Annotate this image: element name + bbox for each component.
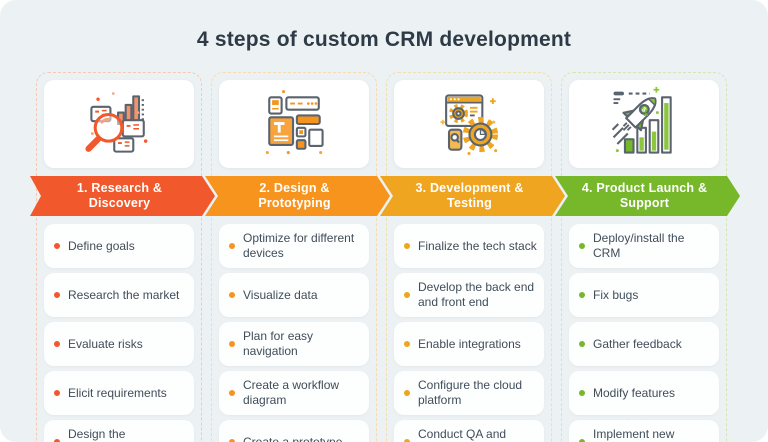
- step-item-label: Enable integrations: [418, 336, 521, 351]
- step-item-label: Optimize for different devices: [243, 231, 355, 260]
- page-title: 4 steps of custom CRM development: [196, 28, 572, 51]
- bullet-dot: [404, 390, 410, 396]
- step-item-label: Finalize the tech stack: [418, 238, 537, 253]
- step-item: Create a workflow diagram: [219, 371, 369, 415]
- step-item-label: Create a workflow diagram: [243, 378, 340, 407]
- step-item: Modify features: [569, 371, 719, 415]
- step-item: Evaluate risks: [44, 322, 194, 366]
- step-item: Design the architecture: [44, 420, 194, 442]
- svg-text:$: $: [640, 106, 648, 114]
- step-item-label: Gather feedback: [593, 336, 682, 351]
- step-item: Visualize data: [219, 273, 369, 317]
- bullet-dot: [404, 439, 410, 442]
- step-banner-label: 2. Design & Prototyping: [258, 181, 331, 210]
- bullet-dot: [54, 341, 60, 347]
- step-banner: 4. Product Launch & Support: [555, 176, 740, 216]
- bullet-dot: [579, 341, 585, 347]
- magnifier-research-icon: [78, 84, 160, 164]
- bullet-dot: [404, 243, 410, 249]
- step-icon-card: [394, 80, 544, 168]
- bullet-dot: [229, 390, 235, 396]
- step-item-label: Visualize data: [243, 287, 318, 302]
- step-banner: 2. Design & Prototyping: [205, 176, 390, 216]
- step-item: Gather feedback: [569, 322, 719, 366]
- step-item: Configure the cloud platform: [394, 371, 544, 415]
- step-banner-label: 1. Research & Discovery: [76, 181, 163, 210]
- step-item-label: Implement new features: [593, 427, 675, 441]
- step-icon-card: $: [569, 80, 719, 168]
- step-column: 2. Design & Prototyping Optimize for dif…: [211, 72, 377, 442]
- step-column: 3. Development & Testing Finalize the te…: [386, 72, 552, 442]
- step-item-label: Configure the cloud platform: [418, 378, 523, 407]
- rocket-launch-icon: $: [603, 84, 685, 164]
- step-item: Create a prototype: [219, 420, 369, 442]
- bullet-dot: [54, 243, 60, 249]
- step-banner-label: 4. Product Launch & Support: [581, 181, 708, 210]
- step-card: 2. Design & Prototyping Optimize for dif…: [211, 72, 377, 442]
- bullet-dot: [579, 390, 585, 396]
- step-item: Conduct QA and testing: [394, 420, 544, 442]
- wireframe-design-icon: [253, 84, 335, 164]
- step-item-label: Design the architecture: [68, 427, 126, 441]
- bullet-dot: [579, 439, 585, 442]
- step-item-label: Develop the back end and front end: [418, 280, 535, 309]
- step-item-label: Plan for easy navigation: [243, 329, 314, 358]
- step-item-label: Create a prototype: [243, 434, 343, 442]
- step-card: $ 4. Product Launch & Support Deploy/ins…: [561, 72, 727, 442]
- bullet-dot: [229, 243, 235, 249]
- step-banner-label: 3. Development & Testing: [415, 181, 524, 210]
- bullet-dot: [54, 390, 60, 396]
- step-item-label: Modify features: [593, 385, 676, 400]
- step-item-label: Fix bugs: [593, 287, 639, 302]
- step-item: Fix bugs: [569, 273, 719, 317]
- step-item-label: Conduct QA and testing: [418, 427, 507, 441]
- step-item: Develop the back end and front end: [394, 273, 544, 317]
- step-item: Optimize for different devices: [219, 224, 369, 268]
- bullet-dot: [579, 243, 585, 249]
- step-item: Plan for easy navigation: [219, 322, 369, 366]
- bullet-dot: [229, 439, 235, 442]
- bullet-dot: [579, 292, 585, 298]
- step-item: Implement new features: [569, 420, 719, 442]
- bullet-dot: [404, 292, 410, 298]
- bullet-dot: [54, 292, 60, 298]
- step-icon-card: [44, 80, 194, 168]
- step-icon-card: [219, 80, 369, 168]
- gears-development-icon: [428, 84, 510, 164]
- step-item: Define goals: [44, 224, 194, 268]
- step-column: $ 4. Product Launch & Support Deploy/ins…: [561, 72, 727, 442]
- step-banner: 1. Research & Discovery: [30, 176, 215, 216]
- step-item: Deploy/install the CRM: [569, 224, 719, 268]
- step-card: 3. Development & Testing Finalize the te…: [386, 72, 552, 442]
- bullet-dot: [229, 341, 235, 347]
- step-item-label: Define goals: [68, 238, 135, 253]
- step-item-label: Evaluate risks: [68, 336, 143, 351]
- bullet-dot: [229, 292, 235, 298]
- step-item: Enable integrations: [394, 322, 544, 366]
- step-item: Elicit requirements: [44, 371, 194, 415]
- step-item-label: Research the market: [68, 287, 180, 302]
- step-item-label: Elicit requirements: [68, 385, 167, 400]
- step-item: Finalize the tech stack: [394, 224, 544, 268]
- bullet-dot: [54, 439, 60, 442]
- step-banner: 3. Development & Testing: [380, 176, 565, 216]
- step-item-label: Deploy/install the CRM: [593, 231, 685, 260]
- bullet-dot: [404, 341, 410, 347]
- step-item: Research the market: [44, 273, 194, 317]
